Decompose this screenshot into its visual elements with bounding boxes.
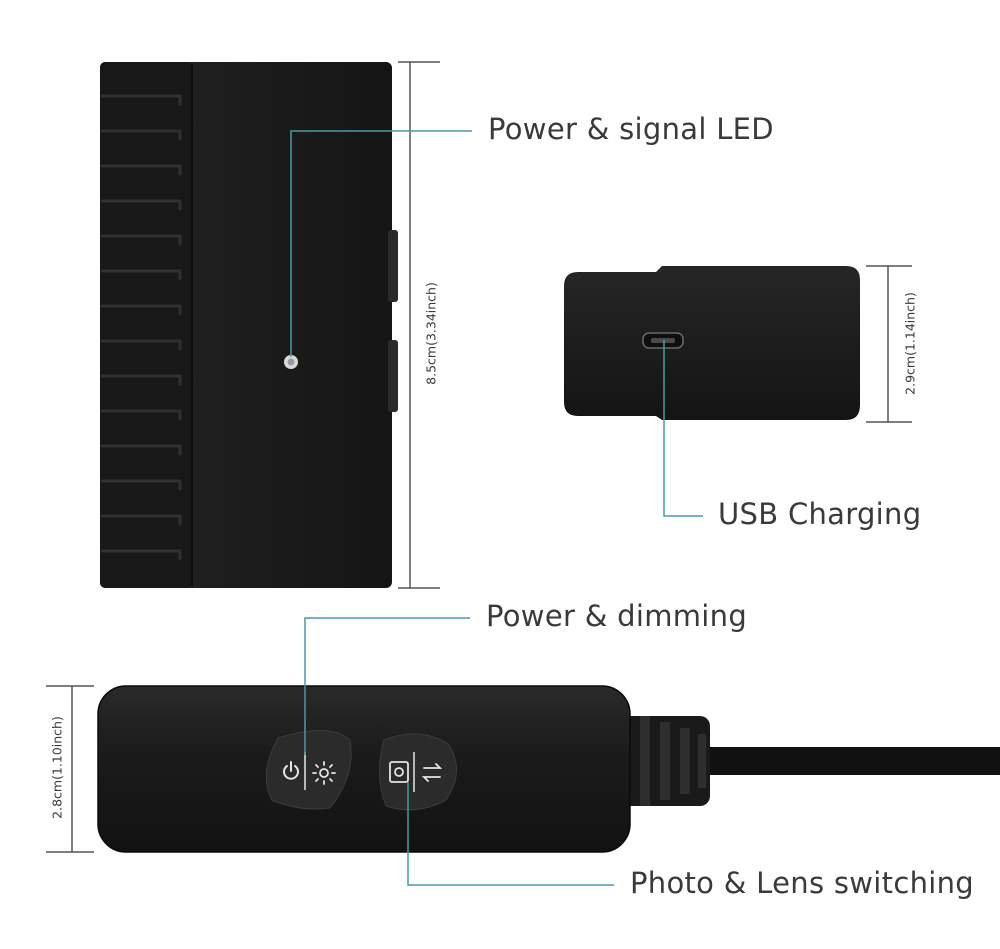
side-button-lower: [388, 340, 398, 412]
side-unit: [564, 266, 860, 420]
side-button-upper: [388, 230, 398, 302]
usb-charging-label: USB Charging: [718, 497, 922, 531]
camera-icon: [389, 761, 409, 783]
main-unit: [100, 62, 398, 588]
photo-lens-label: Photo & Lens switching: [630, 866, 974, 900]
side-dimension-line: [866, 265, 912, 423]
main-height-label: 8.5cm(3.34inch): [423, 282, 439, 385]
grip-dimension-line: [46, 685, 94, 853]
grip-height-label: 2.8cm(1.10inch): [49, 716, 65, 819]
power-icon: [283, 761, 299, 780]
side-height-label: 2.9cm(1.14inch): [902, 292, 918, 395]
main-dimension-line: [398, 61, 440, 589]
power-dimming-callout-line: [304, 617, 470, 755]
usb-callout-line: [663, 340, 703, 517]
power-dimming-label: Power & dimming: [486, 599, 748, 633]
strain-relief: [620, 716, 710, 806]
power-dimming-button: [265, 729, 352, 810]
led-callout-line: [290, 130, 472, 357]
photo-lens-callout-line: [407, 782, 614, 886]
power-signal-led-label: Power & signal LED: [488, 112, 774, 146]
switch-arrows-icon: [421, 763, 443, 782]
photo-lens-button: [378, 733, 457, 811]
grip-unit: [97, 685, 1000, 853]
brightness-icon: [312, 761, 336, 785]
rib-grooves: [100, 94, 182, 561]
